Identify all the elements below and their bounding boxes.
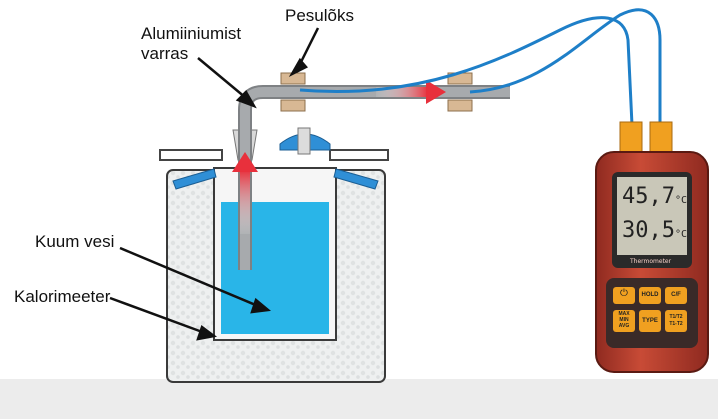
seal-label: Pesulõks <box>285 6 354 25</box>
calorimeter <box>159 127 389 383</box>
hold-button-label: HOLD <box>641 292 659 298</box>
hold-button[interactable] <box>639 287 661 304</box>
lcd-screen <box>617 177 687 255</box>
rod-label-line1: Alumiiniumist <box>141 24 242 43</box>
lid-seal-right <box>333 168 379 190</box>
t1t2-button-label: T1/T2 T1-T2 <box>669 314 683 327</box>
hot-water <box>221 202 329 334</box>
lcd-reading-t2: 30,5°C <box>622 218 688 243</box>
heat-arrow-horizontal <box>376 80 446 104</box>
calorimeter-label: Kalorimeeter <box>14 287 111 306</box>
type-button-label: TYPE <box>642 318 658 324</box>
t1t2-button[interactable] <box>665 310 687 332</box>
cf-button-label: C/F <box>671 292 681 298</box>
leader-lines <box>109 27 320 341</box>
rod-label-line2: varras <box>141 44 189 63</box>
heat-arrow-vertical <box>232 152 258 234</box>
max-min-avg-label: MAX MIN AVG <box>618 311 630 329</box>
power-icon: ⏻ <box>620 288 628 299</box>
thermometer-model-text: Thermometer <box>630 258 672 265</box>
floor-band <box>0 379 718 419</box>
type-button[interactable] <box>639 310 661 332</box>
lcd-reading-t1: 45,7°C <box>622 184 688 209</box>
lid-seal-left <box>172 168 217 190</box>
hot-water-label: Kuum vesi <box>35 232 115 251</box>
lid-right <box>329 149 389 161</box>
lid-left <box>159 149 223 161</box>
max-min-avg-button[interactable] <box>613 310 635 332</box>
power-button[interactable] <box>613 287 635 304</box>
digital-thermometer <box>595 121 709 373</box>
lcd-unit-t1: °C <box>674 195 688 206</box>
lcd-unit-t2: °C <box>674 229 688 240</box>
cf-button[interactable] <box>665 287 687 304</box>
probe-cables <box>299 8 662 126</box>
